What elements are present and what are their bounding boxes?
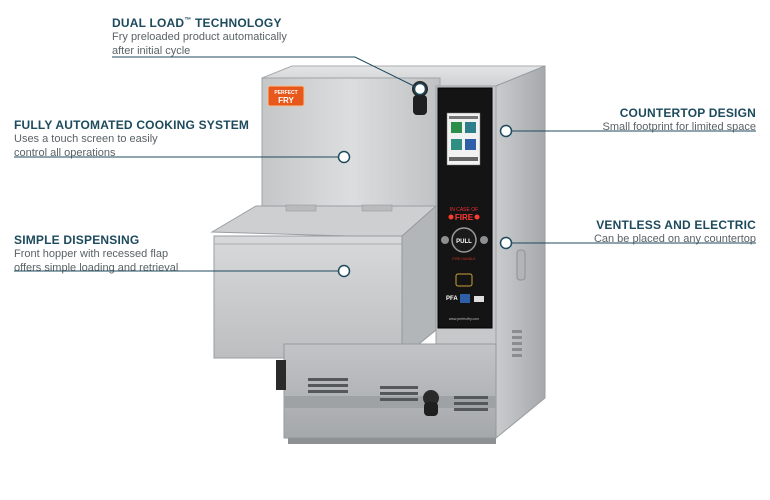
hopper-hinge-left xyxy=(285,204,317,212)
fire-handle[interactable]: PULL FIRE HANDLE xyxy=(451,227,477,261)
hopper-side xyxy=(401,204,437,360)
callout-dual-load-line2: after initial cycle xyxy=(112,45,191,57)
logo-bottom-text: FRY xyxy=(278,96,294,105)
hopper-hinge-right xyxy=(361,204,393,212)
fire-warning-line1: IN CASE OF xyxy=(450,207,478,213)
pfa-mark: PFA xyxy=(446,296,458,302)
base-vent-center xyxy=(380,386,418,401)
perfect-fry-logo: PERFECT FRY xyxy=(267,85,305,107)
website-text: www.perfectfry.com xyxy=(449,317,479,321)
callout-countertop-title: COUNTERTOP DESIGN xyxy=(619,106,756,120)
hotspot-automated[interactable] xyxy=(337,150,351,164)
callout-ventless-title: VENTLESS AND ELECTRIC xyxy=(596,218,756,232)
base-vent-left xyxy=(308,378,348,393)
callout-dual-load-line1: Fry preloaded product automatically xyxy=(112,31,287,43)
panel-screw-left xyxy=(441,236,449,244)
callout-countertop-line1: Small footprint for limited space xyxy=(602,121,756,133)
panel-screw-right xyxy=(480,236,488,244)
callout-dual-load: DUAL LOAD™ TECHNOLOGY Fry preloaded prod… xyxy=(112,16,287,58)
touch-screen[interactable] xyxy=(446,112,481,166)
fire-warning-line2: FIRE xyxy=(455,213,474,222)
callout-leaders xyxy=(14,56,756,272)
hotspot-dual-load[interactable] xyxy=(413,82,427,96)
callout-ventless: VENTLESS AND ELECTRIC Can be placed on a… xyxy=(594,218,756,246)
hotspot-dispensing[interactable] xyxy=(337,264,351,278)
base-rail xyxy=(284,396,496,408)
callout-automated-line2: control all operations xyxy=(14,147,116,159)
listing-mark xyxy=(460,294,470,303)
callout-countertop: COUNTERTOP DESIGN Small footprint for li… xyxy=(603,106,756,134)
callout-ventless-line1: Can be placed on any countertop xyxy=(593,233,756,245)
machine-foot xyxy=(288,438,496,444)
fire-handle-label: PULL xyxy=(456,239,472,245)
callout-automated: FULLY AUTOMATED COOKING SYSTEM Uses a to… xyxy=(14,118,249,160)
side-latch xyxy=(516,249,526,281)
hotspot-countertop[interactable] xyxy=(499,124,513,138)
base-drawer-knob[interactable] xyxy=(423,390,439,416)
front-hopper[interactable] xyxy=(213,235,403,359)
hotspot-ventless[interactable] xyxy=(499,236,513,250)
callout-dual-load-title: DUAL LOAD™ TECHNOLOGY xyxy=(112,16,282,30)
power-plug xyxy=(276,360,286,390)
logo-top-text: PERFECT xyxy=(274,90,297,96)
callout-dispensing-title: SIMPLE DISPENSING xyxy=(14,233,140,247)
listing-mark-2 xyxy=(474,296,484,302)
side-vent xyxy=(512,330,522,357)
callout-automated-line1: Uses a touch screen to easily xyxy=(14,133,158,145)
callout-dispensing-line1: Front hopper with recessed flap xyxy=(14,248,169,260)
base-vent-right xyxy=(454,396,488,411)
callout-automated-title: FULLY AUTOMATED COOKING SYSTEM xyxy=(14,118,250,132)
fire-handle-sublabel: FIRE HANDLE xyxy=(452,257,476,261)
certification-badge xyxy=(455,273,473,287)
hopper-lid xyxy=(210,205,437,239)
